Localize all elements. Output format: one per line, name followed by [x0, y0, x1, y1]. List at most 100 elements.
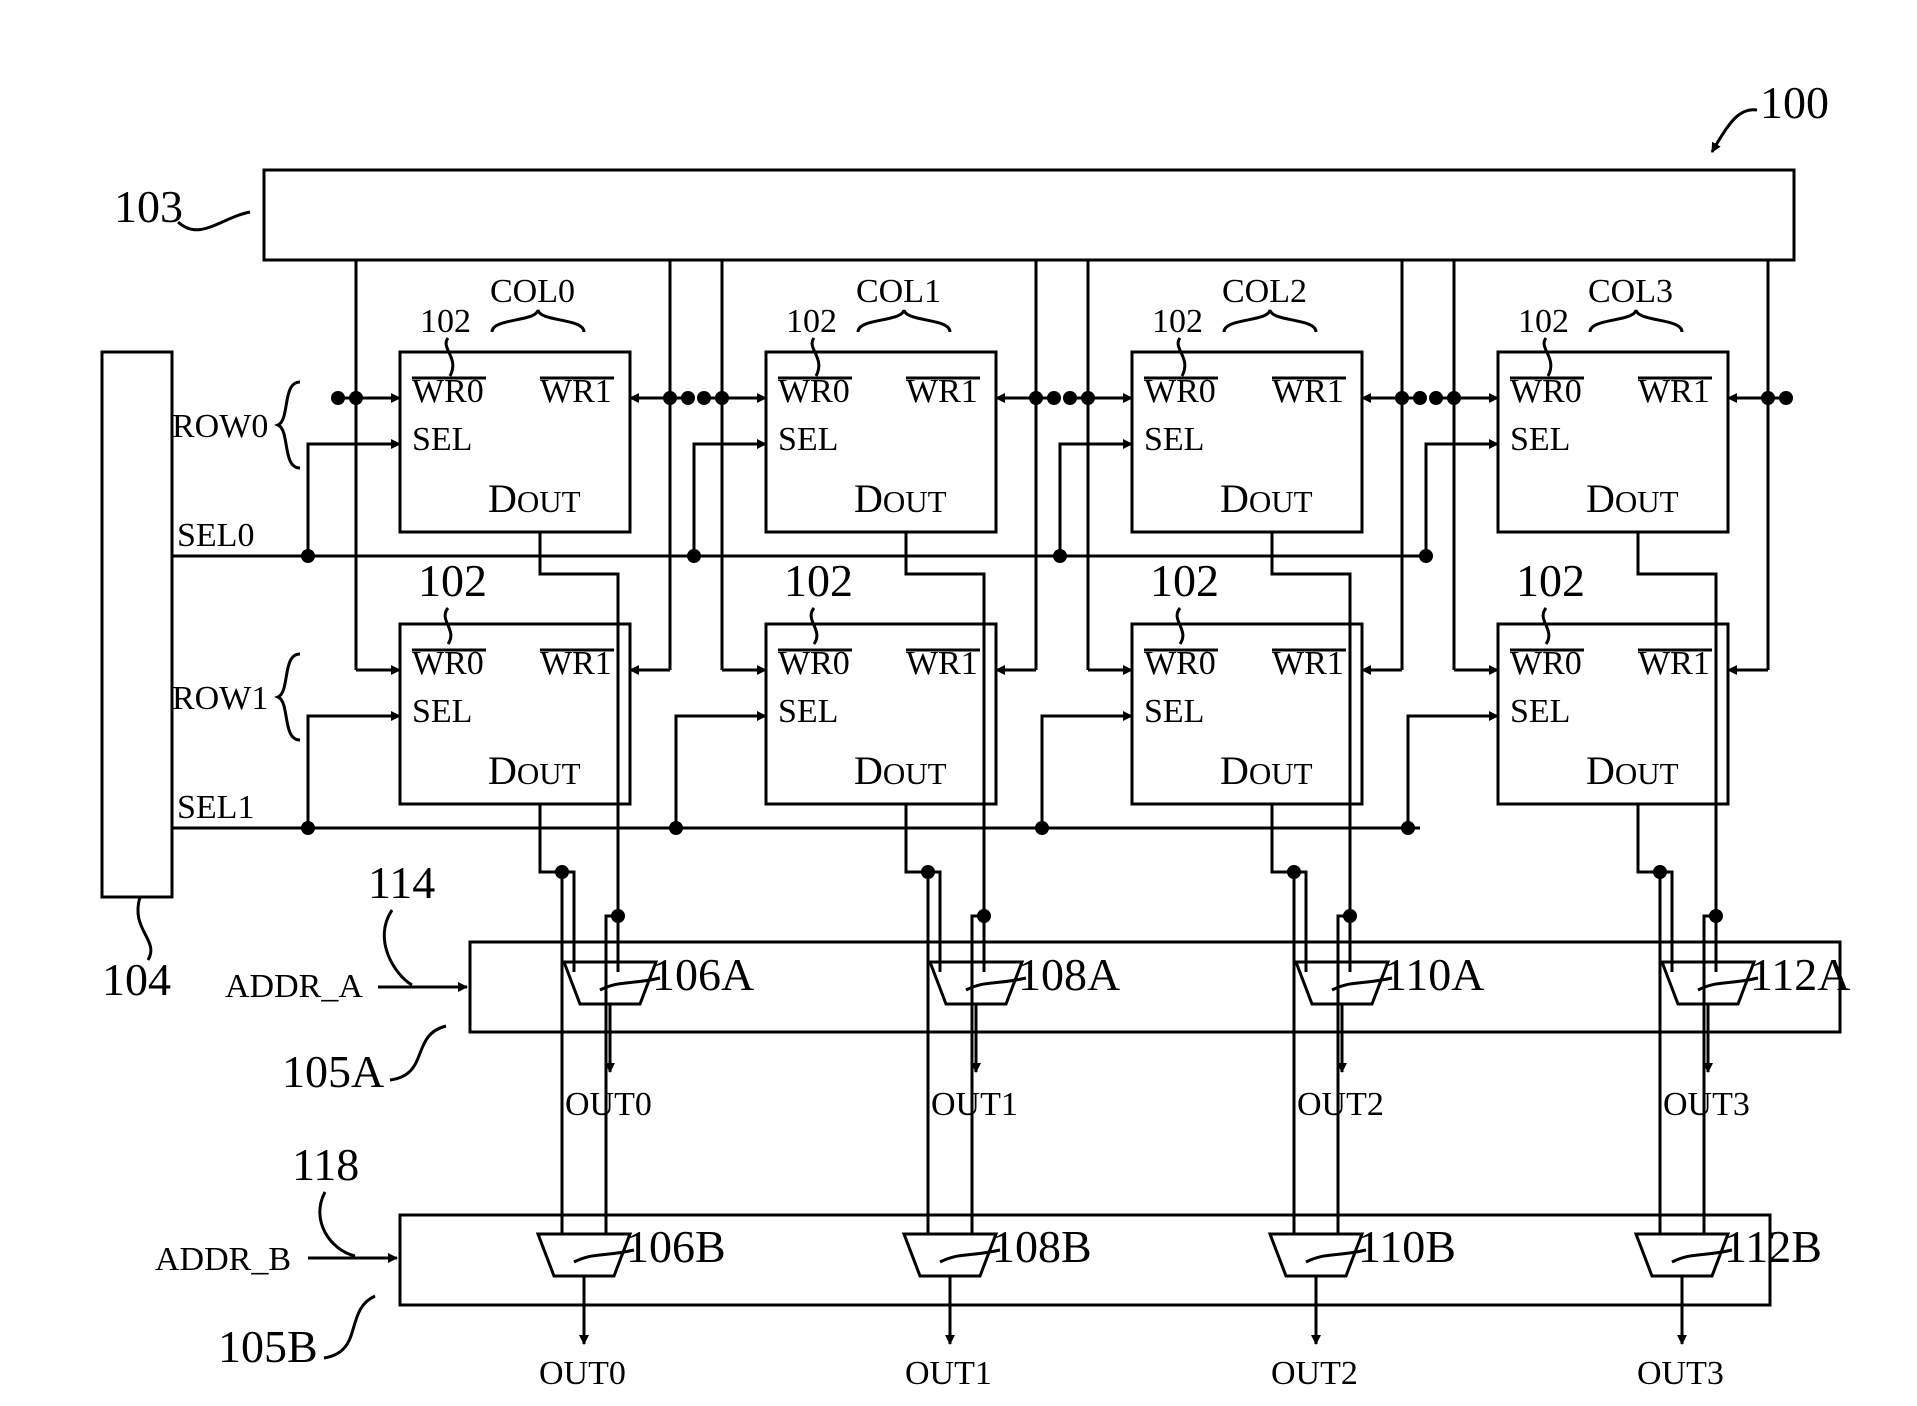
sel-pin-label: SEL	[412, 693, 472, 730]
mux-label: 110B	[1358, 1221, 1456, 1272]
dout-pin-label: DOUT	[1220, 476, 1313, 521]
select-line-label: SEL0	[177, 517, 254, 554]
sel-tap-wire	[308, 716, 400, 828]
wire	[1178, 338, 1185, 376]
row-label: ROW1	[172, 680, 268, 717]
wire	[445, 608, 451, 644]
row-brace	[278, 382, 300, 468]
sel-pin-label: SEL	[1510, 421, 1570, 458]
column-label: COL2	[1222, 273, 1307, 310]
memory-cell: 102WR0WR1SELDOUT	[766, 555, 996, 804]
mux-leader	[1306, 1250, 1366, 1262]
memory-cell: 102WR0WR1SELDOUT	[400, 555, 630, 804]
dout-row0-wire	[540, 532, 618, 972]
output-label: OUT1	[905, 1355, 992, 1392]
mux-label: 106A	[652, 949, 754, 1000]
dout-pin-label: DOUT	[488, 748, 581, 793]
row-decoder-label: 104	[102, 897, 171, 1005]
port-a-mux-106a: 106A OUT0	[564, 949, 754, 1123]
mux-trapezoid	[1270, 1234, 1362, 1276]
svg-text:105A: 105A	[282, 1046, 384, 1097]
dout-pin-label: DOUT	[1586, 476, 1679, 521]
output-label: OUT2	[1271, 1355, 1358, 1392]
write-block-label: 103	[114, 181, 250, 232]
mux-label: 112A	[1750, 949, 1851, 1000]
memory-cell: 102WR0WR1SELDOUT	[766, 303, 996, 532]
mux-trapezoid	[538, 1234, 630, 1276]
sel-tap-wire	[308, 444, 400, 556]
multiplexers: 106AOUT0108AOUT1110AOUT2112AOUT3106BOUT0…	[538, 949, 1851, 1392]
mux-leader	[1672, 1250, 1732, 1262]
svg-text:118: 118	[292, 1139, 359, 1190]
sel-tap-wire	[1042, 716, 1132, 828]
dout-row0-wire	[1638, 532, 1716, 972]
output-label: OUT3	[1637, 1355, 1724, 1392]
wire	[812, 338, 819, 376]
port-b-tap-wire	[1338, 916, 1350, 1234]
port-a-mux-112a: 112A OUT3	[1662, 949, 1851, 1123]
dout-row1-wire	[1638, 804, 1672, 972]
port-b-label: 105B	[218, 1296, 375, 1372]
port-b-tap-wire	[1704, 916, 1716, 1234]
svg-text:ADDR_A: ADDR_A	[225, 968, 363, 1005]
memory-cells: COL0102WR0WR1SELDOUT102WR0WR1SELDOUTCOL1…	[400, 273, 1728, 804]
column-brace	[1590, 310, 1682, 332]
output-label: OUT0	[565, 1086, 652, 1123]
cell-ref-label: 102	[1150, 555, 1219, 606]
output-label: OUT3	[1663, 1086, 1750, 1123]
dout-row0-wire	[1272, 532, 1350, 972]
row-label: ROW0	[172, 408, 268, 445]
sel-pin-label: SEL	[778, 693, 838, 730]
cell-ref-label: 102	[1516, 555, 1585, 606]
sel-tap-wire	[1060, 444, 1132, 556]
write-data-block	[264, 170, 1794, 260]
addr-b-input: 118 ADDR_B	[155, 1139, 397, 1278]
mux-label: 106B	[626, 1221, 726, 1272]
dout-pin-label: DOUT	[1220, 748, 1313, 793]
mux-label: 108B	[992, 1221, 1092, 1272]
sel-pin-label: SEL	[1510, 693, 1570, 730]
cell-ref-label: 102	[1518, 303, 1569, 340]
port-b-tap-wire	[972, 916, 984, 1234]
wire	[1544, 338, 1551, 376]
sel-tap-wire	[676, 716, 766, 828]
mux-leader	[940, 1250, 1000, 1262]
output-label: OUT1	[931, 1086, 1018, 1123]
row-decoder-block	[102, 352, 172, 897]
mux-label: 110A	[1384, 949, 1485, 1000]
svg-text:105B: 105B	[218, 1321, 318, 1372]
mux-leader	[1698, 978, 1758, 990]
addr-a-input: 114 ADDR_A	[225, 857, 467, 1005]
mux-leader	[574, 1250, 634, 1262]
mux-trapezoid	[1296, 962, 1388, 1004]
port-a-label: 105A	[282, 1026, 446, 1097]
port-b-tap-wire	[606, 916, 618, 1234]
wire	[1543, 608, 1549, 644]
dout-row0-wire	[906, 532, 984, 972]
svg-text:104: 104	[102, 954, 171, 1005]
wire	[811, 608, 817, 644]
cell-ref-label: 102	[786, 303, 837, 340]
memory-cell: 102WR0WR1SELDOUT	[1498, 555, 1728, 804]
sel-pin-label: SEL	[1144, 421, 1204, 458]
wire	[446, 338, 453, 376]
cell-ref-label: 102	[418, 555, 487, 606]
mux-trapezoid	[1662, 962, 1754, 1004]
mux-label: 108A	[1018, 949, 1120, 1000]
memory-cell: 102WR0WR1SELDOUT	[1498, 303, 1728, 532]
row-brace	[278, 654, 300, 740]
port-a-mux-110a: 110AOUT2	[1296, 949, 1485, 1123]
column-label: COL3	[1588, 273, 1673, 310]
mux-trapezoid	[1636, 1234, 1728, 1276]
svg-text:103: 103	[114, 181, 183, 232]
svg-text:100: 100	[1760, 77, 1829, 128]
output-label: OUT0	[539, 1355, 626, 1392]
svg-text:114: 114	[368, 857, 435, 908]
dout-pin-label: DOUT	[1586, 748, 1679, 793]
mux-leader	[600, 978, 660, 990]
memory-cell: 102WR0WR1SELDOUT	[1132, 555, 1362, 804]
column-brace	[492, 310, 584, 332]
column-brace	[858, 310, 950, 332]
dout-pin-label: DOUT	[488, 476, 581, 521]
dout-pin-label: DOUT	[854, 476, 947, 521]
